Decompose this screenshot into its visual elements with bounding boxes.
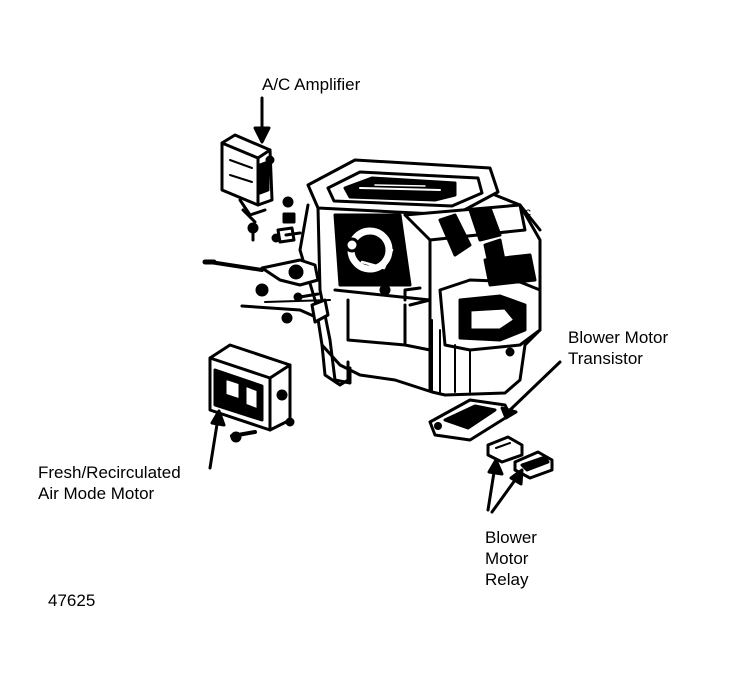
air-mode-motor: [208, 343, 295, 443]
fresh-recirc-motor-label: Fresh/Recirculated Air Mode Motor: [38, 462, 181, 504]
blower-motor-relay-line-1: Blower: [485, 528, 537, 547]
blower-motor-transistor: [428, 398, 512, 442]
linkage-hardware: [202, 196, 331, 324]
ac-amplifier-label: A/C Amplifier: [262, 75, 361, 94]
blower-motor-relay-line-2: Motor: [485, 549, 529, 568]
fresh-recirc-motor-line-1: Fresh/Recirculated: [38, 463, 181, 482]
blower-motor-relay-line-3: Relay: [485, 570, 529, 589]
blower-motor-transistor-line-2: Transistor: [568, 349, 643, 368]
svg-text:c: c: [525, 205, 531, 219]
heater-case: c: [298, 158, 542, 397]
blower-motor-transistor-line-1: Blower Motor: [568, 328, 669, 347]
leader-arrows: [208, 96, 562, 514]
fresh-recirc-motor-line-2: Air Mode Motor: [38, 484, 155, 503]
blower-motor-transistor-label: Blower Motor Transistor: [568, 327, 668, 369]
figure-number: 47625: [48, 591, 96, 610]
blower-motor-relays: [486, 435, 554, 480]
ac-amplifier-module: [220, 133, 275, 242]
blower-motor-relay-label: Blower Motor Relay: [485, 527, 537, 590]
